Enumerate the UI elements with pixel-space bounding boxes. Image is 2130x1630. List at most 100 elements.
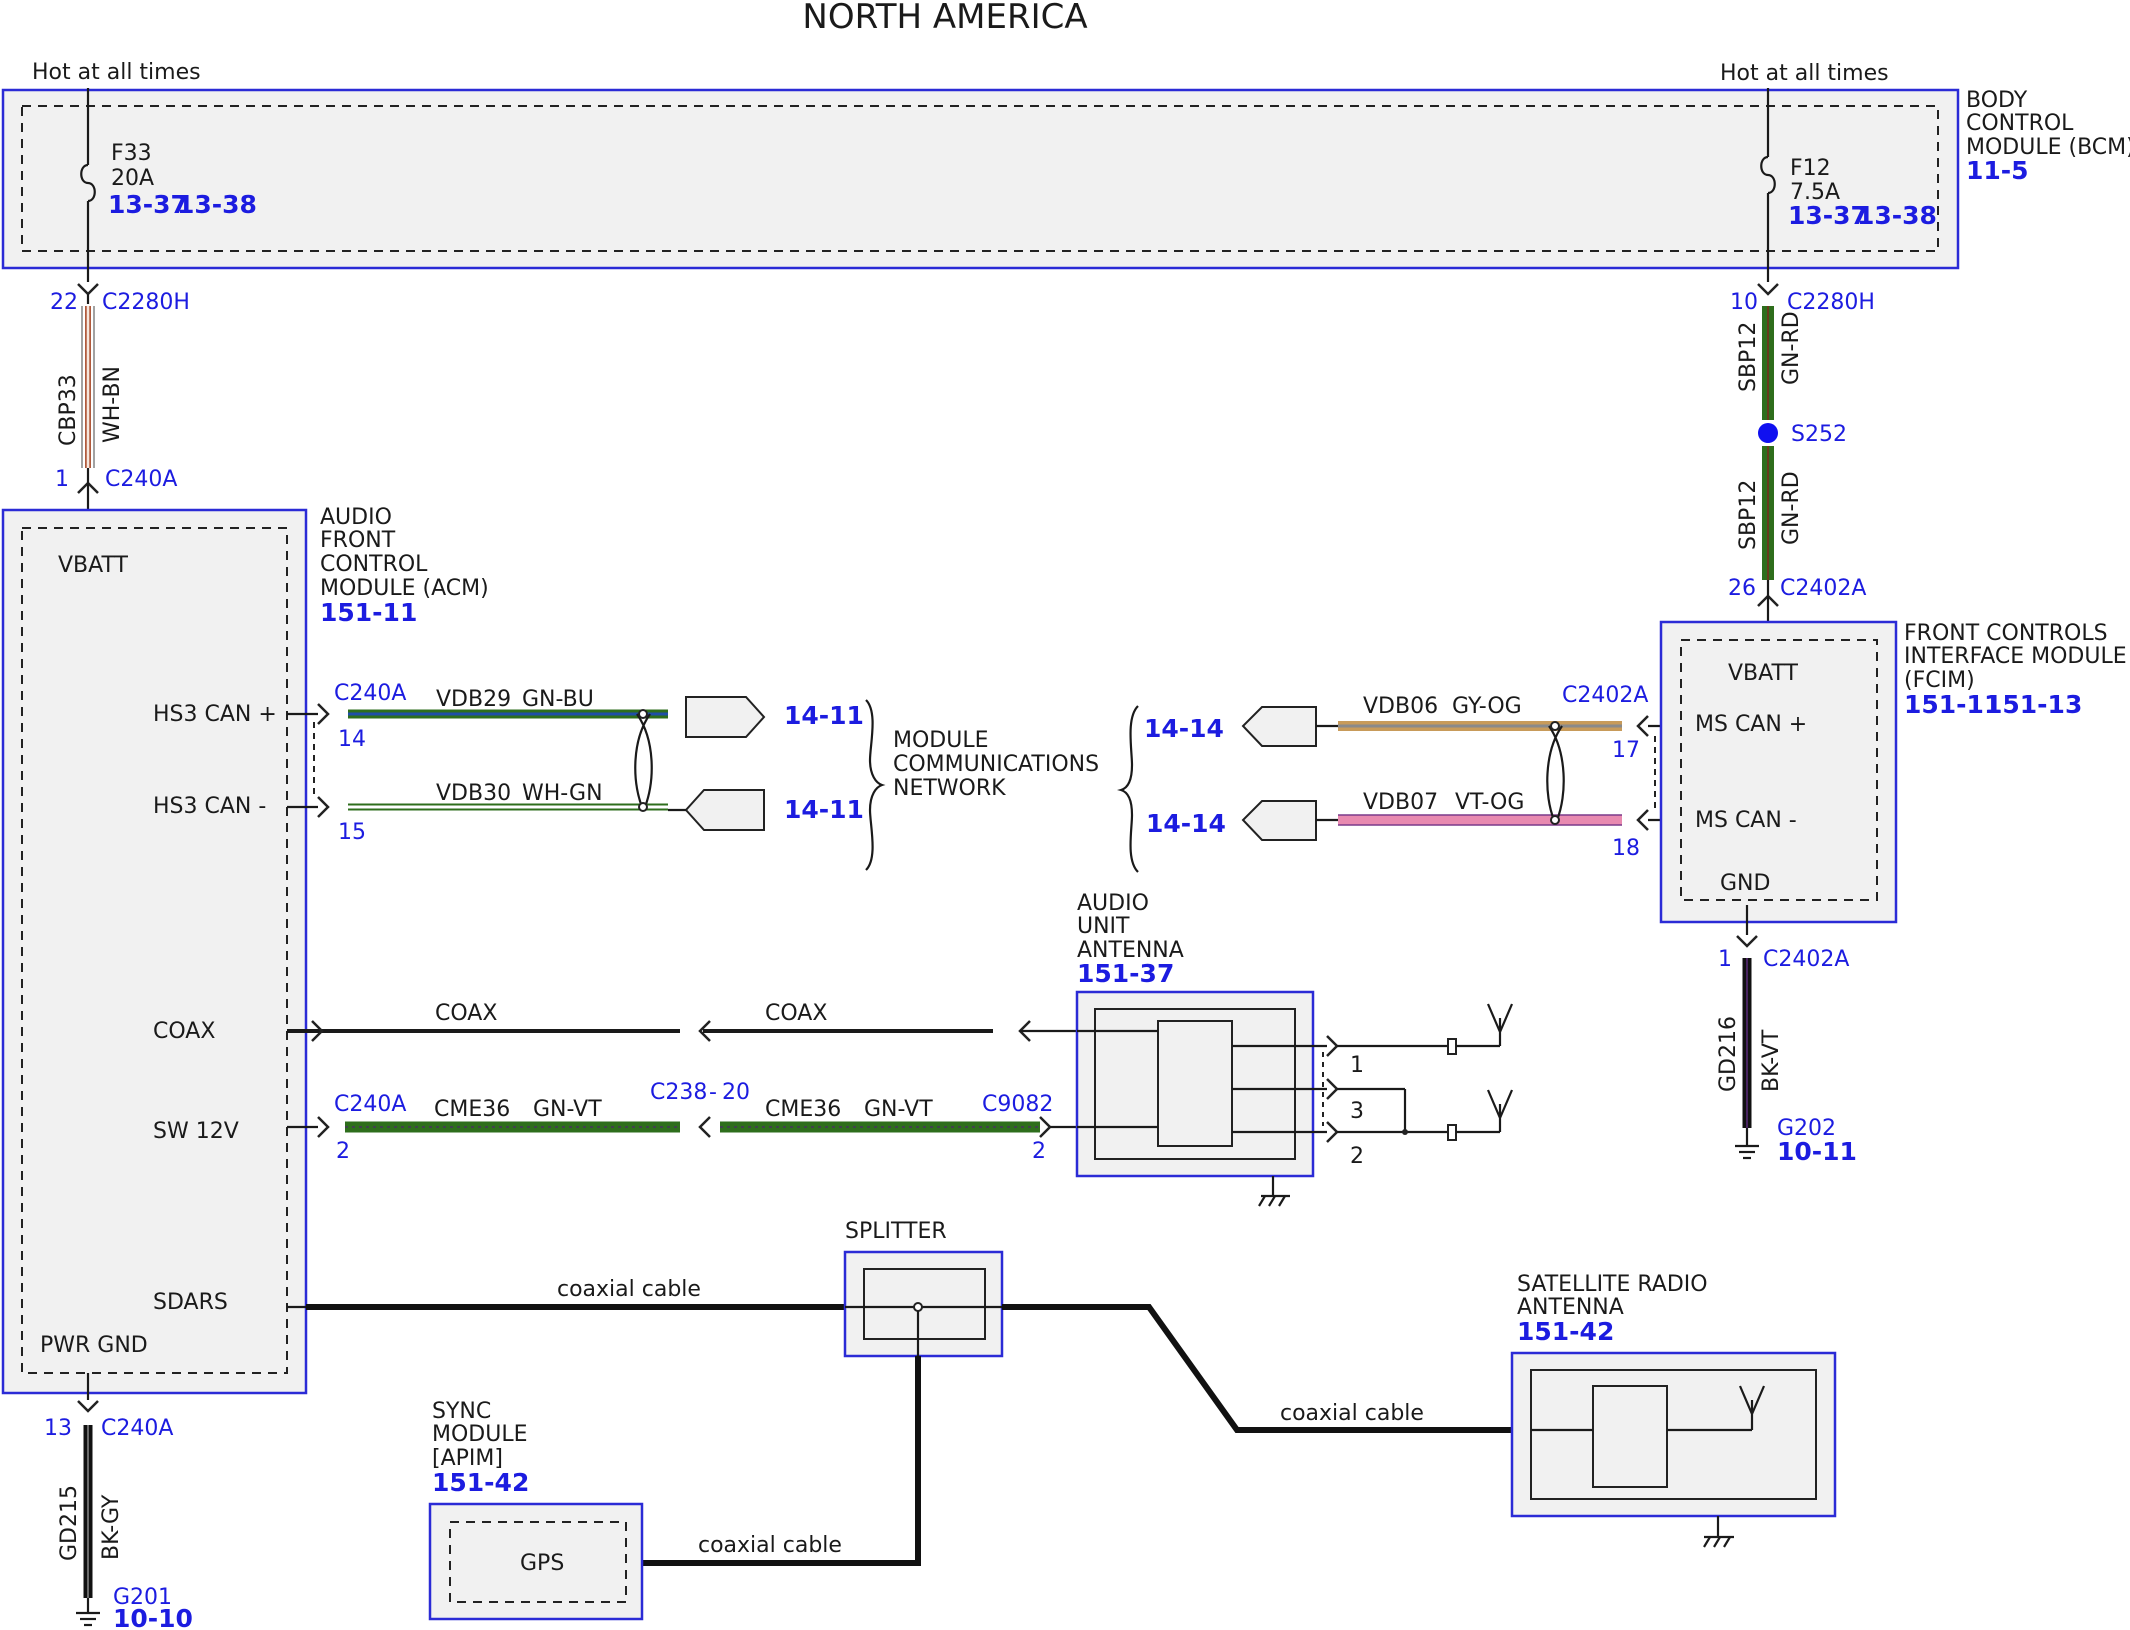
connector-c2402a-gnd-icon <box>1736 935 1758 948</box>
splice-s252: S252 <box>1791 422 1847 447</box>
network-label-line1: MODULE <box>893 728 989 753</box>
connector-c238-dash: - <box>709 1080 717 1105</box>
sync-gps: GPS <box>520 1551 564 1576</box>
antenna-pin-1: 1 <box>1350 1053 1364 1078</box>
wire-sbp12-top-color: GN-RD <box>1779 311 1804 385</box>
connector-c2402a-gnd: C2402A <box>1763 947 1849 972</box>
pin-gnd-1: 1 <box>1718 947 1732 972</box>
wire-gd216-color: BK-VT <box>1759 1029 1784 1092</box>
fcim-pin-ms-minus: MS CAN - <box>1695 808 1797 833</box>
wire-vdb07-circuit: VDB07 <box>1363 790 1438 815</box>
wire-coax-cable-2: coaxial cable <box>1280 1401 1424 1426</box>
network-arrow-right-2-icon <box>1241 800 1317 841</box>
sat-antenna-icon <box>1738 1385 1766 1430</box>
connector-c2280h-left: C2280H <box>102 290 190 315</box>
acm-pin-coax: COAX <box>153 1019 215 1044</box>
acm-label-line3: CONTROL <box>320 552 428 577</box>
connector-c2280h-right: C2280H <box>1787 290 1875 315</box>
coax-connector-mid-icon <box>698 1020 711 1042</box>
sync-label-line1: SYNC <box>432 1399 491 1424</box>
wire-cme36-left-circuit: CME36 <box>434 1097 510 1122</box>
antenna-connector-1-icon <box>1326 1035 1339 1057</box>
pin-2-acm: 2 <box>336 1139 350 1164</box>
fuse-f33-ref2: 13-38 <box>177 190 257 219</box>
connector-c240a-gnd: C240A <box>101 1416 173 1441</box>
fcim-label-line2: INTERFACE MODULE <box>1904 644 2127 669</box>
pin-10: 10 <box>1730 290 1758 315</box>
wire-vdb06-color: GY-OG <box>1452 694 1522 719</box>
acm-label-line1: AUDIO <box>320 505 392 530</box>
connector-c240a-gnd-icon <box>77 1400 99 1413</box>
wire-vdb30-circuit: VDB30 <box>436 781 511 806</box>
antenna-1-icon <box>1486 1003 1514 1046</box>
hot-label-right: Hot at all times <box>1720 61 1889 86</box>
acm-pin-sdars: SDARS <box>153 1290 228 1315</box>
pin-22: 22 <box>50 290 78 315</box>
acm-pin-vbatt: VBATT <box>58 553 129 578</box>
bcm-label-line1: BODY <box>1966 88 2028 113</box>
pin-2-antenna: 2 <box>1032 1139 1046 1164</box>
twisted-pair-right-icon <box>1546 725 1565 821</box>
acm-pin-pwr-gnd: PWR GND <box>40 1333 148 1358</box>
acm-module: AUDIO FRONT CONTROL MODULE (ACM) 151-11 … <box>1 505 489 1395</box>
acm-ref: 151-11 <box>320 598 417 627</box>
fcim-pin-gnd: GND <box>1720 871 1770 896</box>
network-ref-left-1: 14-11 <box>784 701 864 730</box>
antenna-connector-3-icon <box>1326 1078 1339 1100</box>
wire-vdb30-color: WH-GN <box>522 781 603 806</box>
hot-label-left: Hot at all times <box>32 60 201 85</box>
bcm-label-line3: MODULE (BCM) <box>1966 135 2130 160</box>
ground-g201-name: G201 <box>113 1585 172 1610</box>
wire-cme36-right-circuit: CME36 <box>765 1097 841 1122</box>
coax-splitter-to-gps <box>642 1356 921 1566</box>
wire-sbp12-bottom-color: GN-RD <box>1779 471 1804 545</box>
connector-c240a-top: C240A <box>105 467 177 492</box>
network-ref-left-2: 14-11 <box>784 795 864 824</box>
sat-antenna-module: SATELLITE RADIO ANTENNA 151-42 <box>1510 1272 1837 1518</box>
antenna-pin-2: 2 <box>1350 1144 1364 1169</box>
pin-18: 18 <box>1612 836 1640 861</box>
fuse-f33-rating: 20A <box>111 166 154 191</box>
connector-c9082: C9082 <box>982 1092 1053 1117</box>
fuse-f33-name: F33 <box>111 141 152 166</box>
antenna-connector-2-icon <box>1326 1121 1339 1143</box>
ground-g201-icon <box>76 1611 100 1627</box>
connector-c240a-sw12v: C240A <box>334 1092 406 1117</box>
ground-sat-antenna-icon <box>1703 1535 1734 1548</box>
connector-c240a-sw12v-icon <box>317 1116 330 1138</box>
pin-17: 17 <box>1612 738 1640 763</box>
connector-c2280h-right-icon <box>1757 283 1779 296</box>
connector-c238-icon <box>698 1116 711 1138</box>
fcim-ref1: 151-11 <box>1904 690 2001 719</box>
acm-pin-hs3-minus: HS3 CAN - <box>153 794 266 819</box>
coax-connector-acm-icon <box>311 1020 324 1042</box>
acm-label-line2: FRONT <box>320 528 396 553</box>
pin-14: 14 <box>338 727 366 752</box>
ground-g202-icon <box>1735 1144 1759 1160</box>
brace-left-icon <box>865 699 886 871</box>
wire-vdb07 <box>1338 814 1622 826</box>
audio-antenna-label-line1: AUDIO <box>1077 891 1149 916</box>
ground-g201-ref: 10-10 <box>113 1604 193 1630</box>
fcim-label-line3: (FCIM) <box>1904 668 1975 693</box>
pin-1: 1 <box>55 467 69 492</box>
fuse-f12-icon <box>1760 155 1776 195</box>
sat-antenna-label-line1: SATELLITE RADIO <box>1517 1272 1708 1297</box>
wire-vdb29-circuit: VDB29 <box>436 687 511 712</box>
fuse-f12-name: F12 <box>1790 156 1831 181</box>
ground-g202-name: G202 <box>1777 1116 1836 1141</box>
fuse-f33-icon <box>80 163 96 203</box>
acm-pin-sw12v: SW 12V <box>153 1119 239 1144</box>
connector-c238: C238 <box>650 1080 707 1105</box>
sat-antenna-ref: 151-42 <box>1517 1317 1614 1346</box>
pin-26: 26 <box>1728 576 1756 601</box>
wire-coax-right: COAX <box>765 1001 827 1026</box>
network-arrow-left-1-icon <box>685 696 766 738</box>
acm-pin-hs3-plus: HS3 CAN + <box>153 702 277 727</box>
network-ref-right-2: 14-14 <box>1146 809 1226 838</box>
splitter-module: SPLITTER <box>843 1219 1004 1358</box>
wire-cme36-left-color: GN-VT <box>533 1097 602 1122</box>
audio-antenna-ref: 151-37 <box>1077 959 1174 988</box>
network-ref-right-1: 14-14 <box>1144 714 1224 743</box>
wire-coax-cable-3: coaxial cable <box>698 1533 842 1558</box>
